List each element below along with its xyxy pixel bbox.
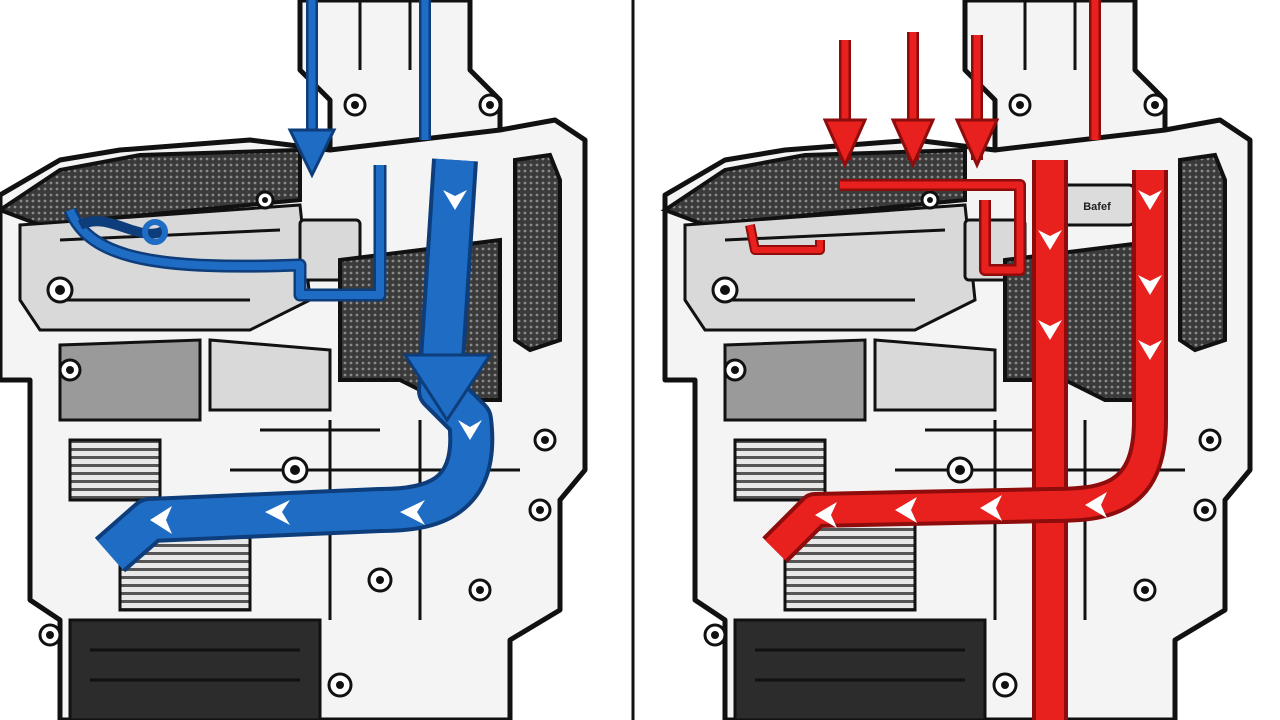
right-flow-chevron-icon — [815, 190, 1162, 528]
left-down-arrowhead — [287, 128, 337, 179]
left-main-down-arrowhead — [402, 353, 493, 423]
right-down-arrowhead-2 — [890, 118, 936, 169]
left-panel — [0, 0, 585, 720]
right-down-arrowhead-1 — [822, 118, 868, 169]
right-down-arrowhead-3 — [954, 118, 1000, 169]
right-chip-label: Bafef — [1083, 201, 1111, 213]
left-swirl — [77, 216, 168, 239]
left-flow-chevron-icon — [150, 190, 482, 534]
left-engine-drawing — [0, 0, 585, 720]
right-panel: Bafef — [665, 0, 1250, 720]
